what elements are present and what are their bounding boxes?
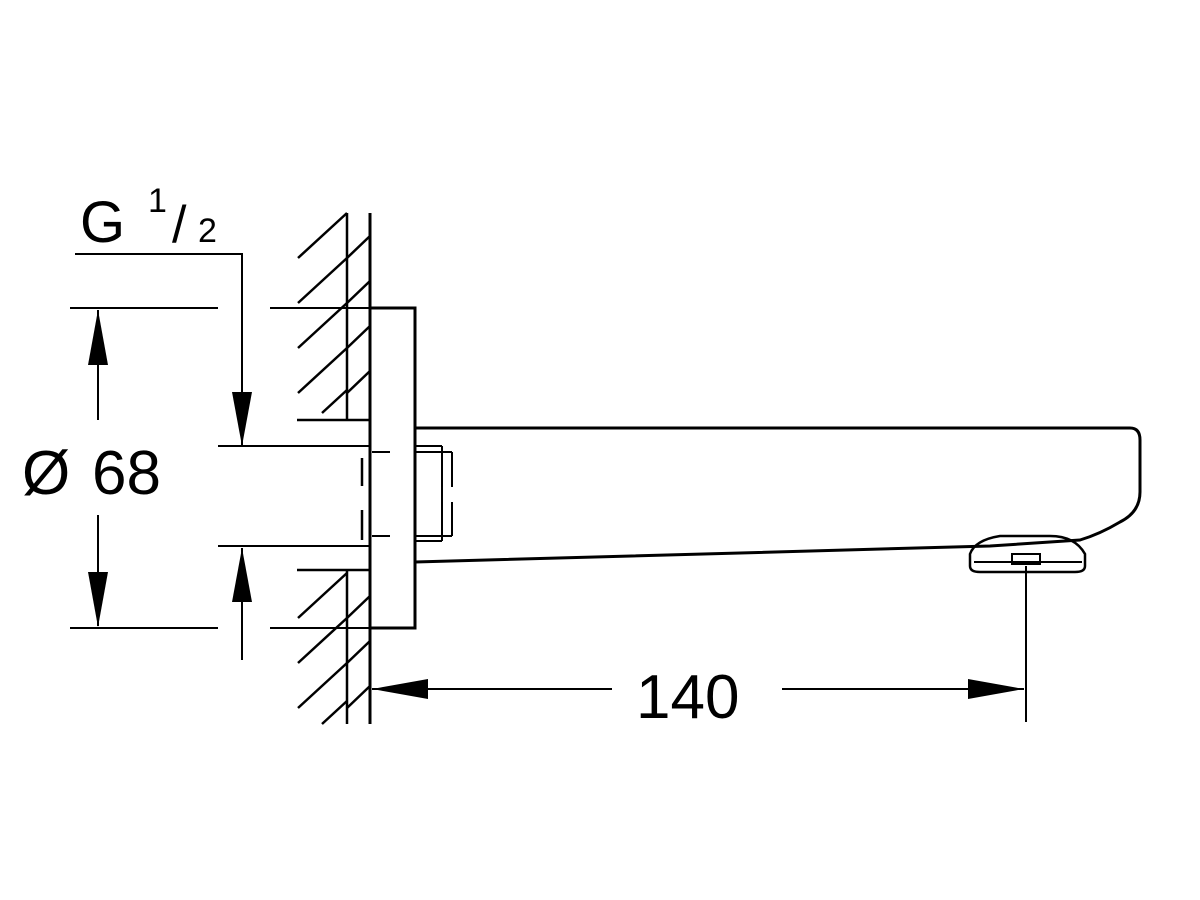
thread-stub <box>372 445 453 542</box>
thread-arrow-head <box>232 392 252 446</box>
thread-dimension: G 1 / 2 <box>75 182 252 446</box>
diameter-value: 68 <box>92 439 161 508</box>
thread-extension-lines <box>218 445 370 547</box>
spout <box>414 426 1142 574</box>
rosette <box>360 306 417 630</box>
aerator-outlet <box>1011 553 1041 565</box>
projection-arrow-right <box>968 679 1024 699</box>
diameter-arrow-top <box>88 310 108 365</box>
projection-dimension: 140 <box>372 566 1027 732</box>
wall <box>297 212 372 725</box>
rosette-body <box>368 306 417 630</box>
thread-denominator: 2 <box>198 212 217 250</box>
spout-outline <box>414 426 1142 564</box>
thread-lower-arrow <box>232 548 252 660</box>
projection-arrow-left <box>372 679 428 699</box>
thread-numerator: 1 <box>148 182 167 220</box>
projection-value: 140 <box>636 663 739 732</box>
wall-hatching-upper <box>297 212 371 422</box>
diameter-symbol: Ø <box>22 439 70 508</box>
wall-hatching-lower <box>297 568 371 725</box>
thread-leader-line <box>75 253 243 445</box>
spout-aerator <box>968 534 1087 574</box>
diameter-dimension: Ø 68 <box>22 307 370 629</box>
diameter-arrow-bottom <box>88 572 108 627</box>
thread-slash: / <box>172 196 187 254</box>
thread-letter: G <box>80 190 125 255</box>
